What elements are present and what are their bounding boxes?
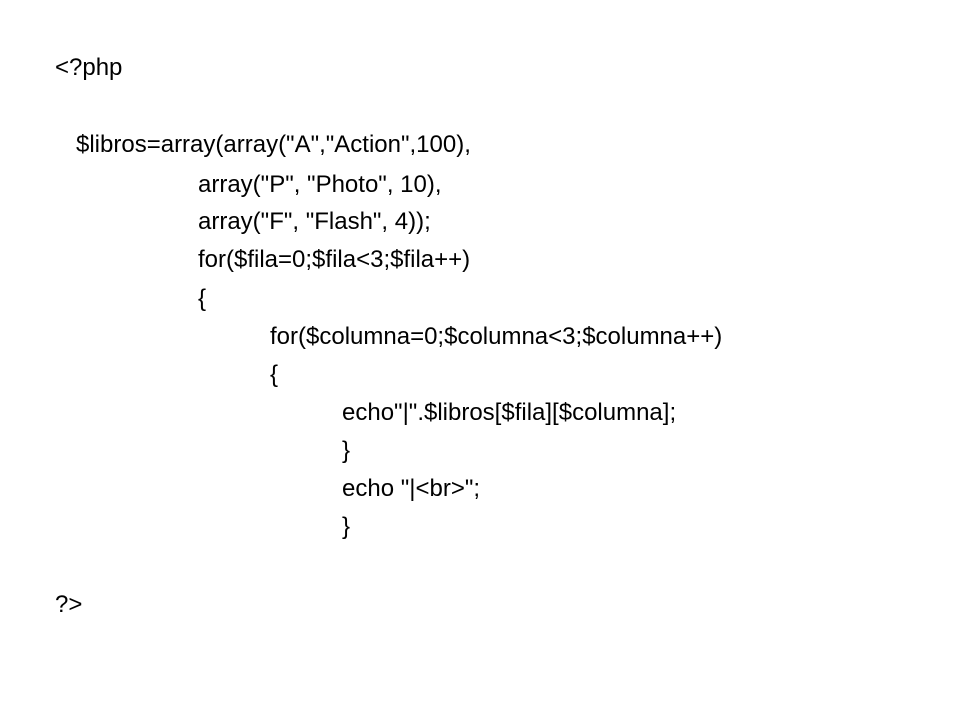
code-line-php-close: ?> [55,591,83,618]
code-line-libros-array: $libros=array(array("A","Action",100), [76,131,471,158]
code-line-array-photo: array("P", "Photo", 10), [198,171,442,198]
code-line-echo-cell: echo"|".$libros[$fila][$columna]; [342,399,677,426]
code-line-for-columna: for($columna=0;$columna<3;$columna++) [270,323,723,350]
code-line-open-brace-outer: { [198,285,207,312]
code-line-for-fila: for($fila=0;$fila<3;$fila++) [198,246,471,273]
code-line-close-brace-outer: } [342,513,351,540]
code-line-array-flash: array("F", "Flash", 4)); [198,208,431,235]
code-line-echo-br: echo "|<br>"; [342,475,481,502]
code-line-close-brace-inner: } [342,437,351,464]
code-line-open-brace-inner: { [270,361,279,388]
code-line-php-open: <?php [55,54,123,81]
